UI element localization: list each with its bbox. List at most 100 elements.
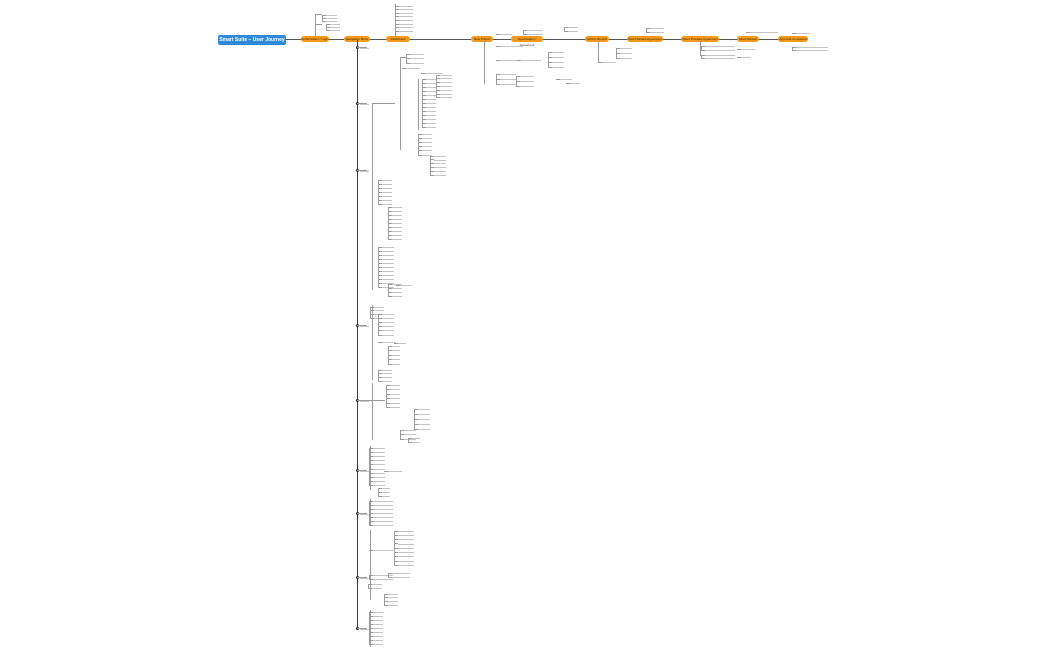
branch-connector — [369, 504, 373, 506]
branch-connector — [384, 470, 388, 472]
branch-connector — [701, 49, 705, 51]
branch-connector — [388, 234, 392, 236]
branch-connector — [422, 122, 426, 124]
leaf-node — [527, 29, 543, 31]
branch-connector — [394, 560, 398, 562]
branch-connector — [369, 500, 373, 502]
branch-connector — [384, 604, 388, 606]
branch-connector — [548, 61, 552, 63]
branch-connector — [378, 330, 382, 332]
branch-connector — [386, 393, 390, 395]
leaf-node — [382, 270, 394, 272]
branch-connector — [368, 583, 369, 588]
branch-connector — [400, 438, 404, 440]
leaf-node — [399, 20, 413, 21]
branch-connector — [388, 283, 389, 296]
branch-connector — [406, 58, 410, 59]
leaf-node — [434, 163, 446, 165]
branch-connector — [369, 468, 373, 470]
stage-node[interactable]: Navigation Menu — [344, 36, 370, 42]
branch-connector — [378, 183, 382, 185]
branch-connector — [378, 487, 382, 489]
leaf-node — [620, 47, 632, 49]
leaf-node — [392, 222, 402, 224]
branch-connector — [378, 262, 382, 264]
branch-connector — [369, 640, 373, 642]
branch-connector — [369, 632, 373, 633]
branch-connector — [523, 29, 524, 34]
leaf-node — [399, 27, 413, 29]
branch-connector — [496, 59, 500, 61]
branch-connector — [386, 384, 387, 407]
leaf-node — [392, 350, 400, 352]
stage-node[interactable]: Approval Completed — [778, 36, 808, 42]
branch-connector — [369, 644, 373, 646]
leaf-node — [382, 250, 394, 252]
leaf-node — [440, 74, 452, 76]
branch-connector — [737, 48, 741, 50]
leaf-node — [392, 572, 410, 574]
leaf-node — [326, 18, 337, 19]
stage-node[interactable]: Dashboard — [386, 36, 410, 42]
leaf-node — [390, 393, 400, 395]
branch-connector — [378, 326, 382, 328]
leaf-node — [418, 423, 430, 425]
branch-connector — [523, 33, 527, 35]
branch-connector — [436, 82, 440, 84]
branch-connector — [516, 80, 520, 82]
stage-node[interactable]: Client Review — [737, 36, 759, 42]
leaf-node — [741, 56, 751, 58]
branch-connector — [388, 210, 392, 212]
leaf-node — [382, 282, 394, 284]
stage-node[interactable]: Authorization / Login — [301, 36, 329, 42]
branch-connector — [430, 163, 434, 165]
branch-connector — [388, 576, 392, 578]
branch-connector — [369, 520, 373, 522]
leaf-node — [440, 97, 452, 99]
branch-connector — [369, 524, 373, 526]
leaf-node — [373, 640, 383, 642]
branch-connector — [378, 179, 382, 181]
leaf-node — [440, 93, 452, 95]
branch-connector — [430, 155, 434, 157]
branch-connector — [701, 54, 705, 56]
leaf-node — [440, 89, 452, 91]
leaf-node — [392, 218, 402, 220]
stage-node[interactable]: New Project — [471, 36, 493, 42]
section-label — [360, 103, 369, 105]
stage-node[interactable]: Client Review Agreement — [627, 36, 663, 42]
leaf-node — [373, 468, 385, 470]
branch-connector — [701, 54, 702, 58]
branch-connector — [496, 33, 500, 35]
leaf-node — [382, 495, 390, 497]
branch-connector — [395, 12, 399, 14]
stage-node[interactable]: Client Provides Agreement — [681, 36, 719, 42]
leaf-node — [373, 472, 385, 474]
branch-connector — [369, 447, 370, 486]
stage-node[interactable]: Specification / Agreement — [511, 36, 543, 47]
root-node[interactable]: Smart Suite – User Journey — [218, 35, 286, 45]
leaf-node — [404, 434, 416, 436]
leaf-node — [426, 118, 436, 120]
stage-node[interactable]: Activity Review — [585, 36, 609, 42]
branch-connector — [430, 167, 434, 169]
section-label — [360, 513, 369, 515]
branch-connector — [322, 17, 326, 19]
branch-connector — [378, 282, 382, 284]
leaf-node — [434, 167, 446, 169]
branch-connector — [326, 26, 330, 28]
leaf-node — [552, 66, 564, 68]
leaf-node — [382, 191, 392, 193]
branch-connector — [384, 601, 388, 603]
leaf-node — [398, 543, 414, 545]
leaf-node — [382, 187, 392, 189]
branch-connector — [388, 295, 392, 297]
leaf-node — [422, 150, 432, 152]
branch-connector — [422, 78, 426, 80]
branch-connector — [378, 495, 382, 497]
branch-connector — [369, 508, 373, 510]
leaf-node — [382, 373, 392, 375]
branch-connector — [418, 133, 419, 155]
branch-connector — [369, 485, 373, 487]
branch-connector — [388, 206, 392, 208]
